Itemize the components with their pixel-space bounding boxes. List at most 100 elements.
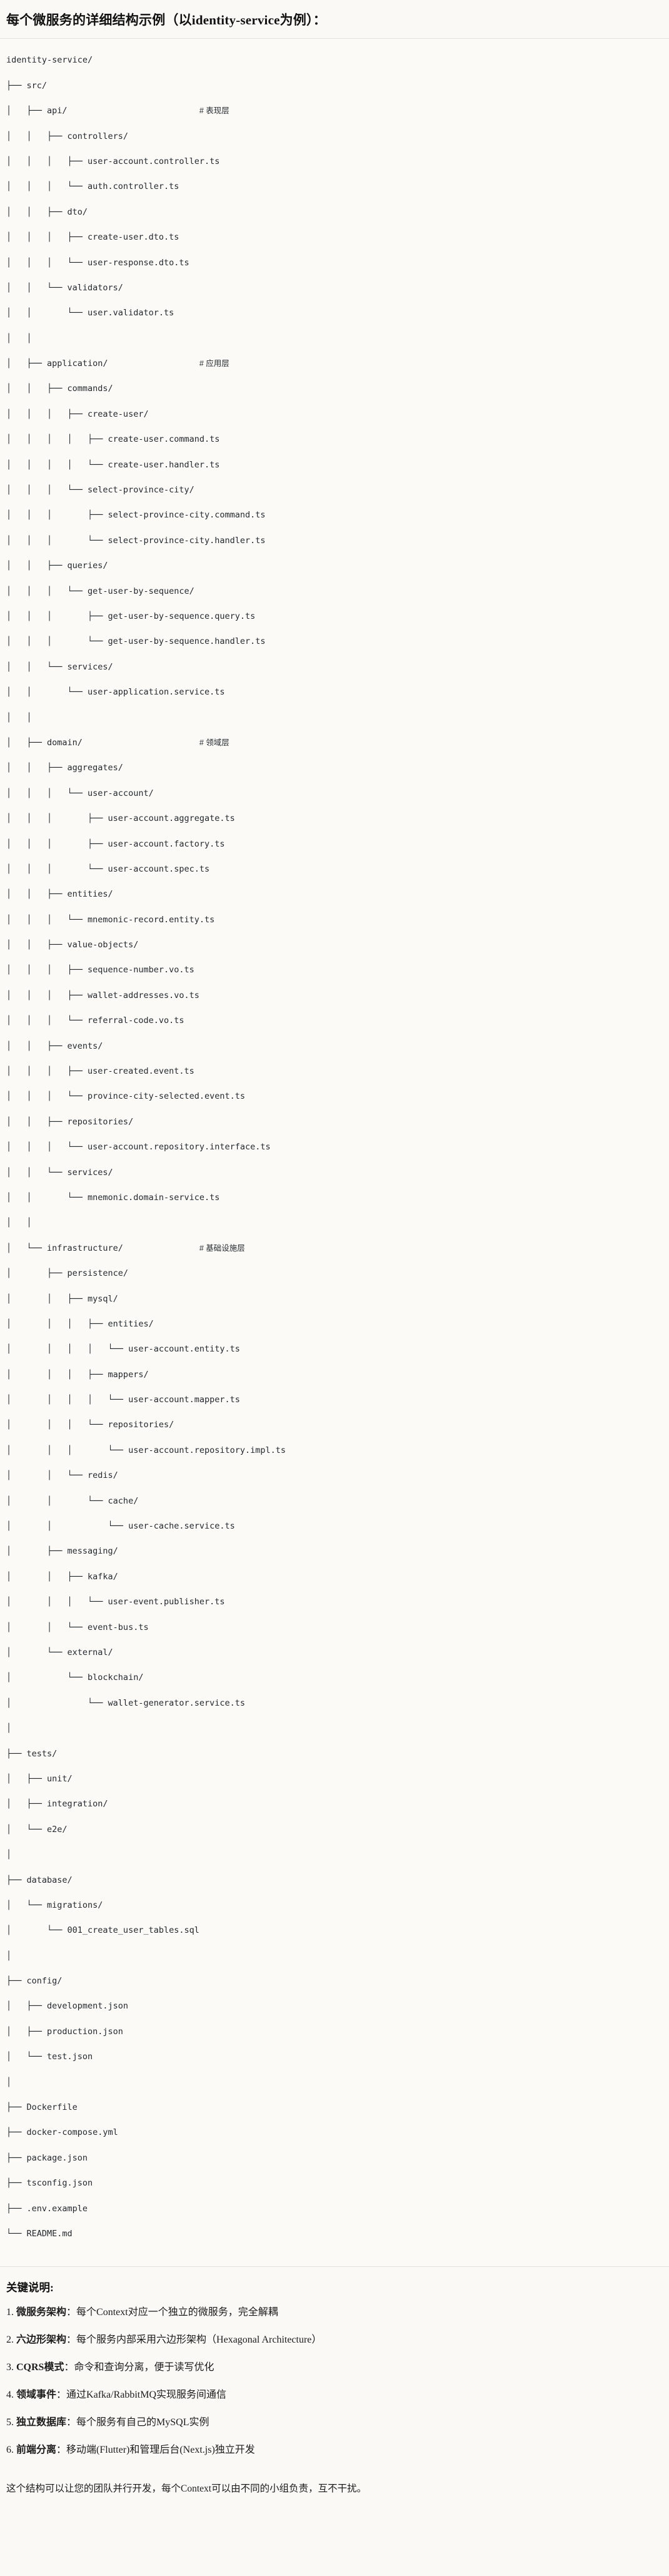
tree-path: │ │ │ └── user-account.repository.impl.t…: [6, 1445, 286, 1455]
tree-comment: # 表现层: [199, 106, 229, 116]
tree-row: │ │ └── services/: [6, 1166, 669, 1179]
tree-row: │: [6, 1722, 669, 1734]
tree-path: │ │ │ ├── user-account.controller.ts: [6, 156, 220, 166]
tree-row: │ ├── production.json: [6, 2025, 669, 2038]
tree-path: │ ├── persistence/: [6, 1268, 129, 1279]
tree-path: │ │ │ └── get-user-by-sequence/: [6, 586, 194, 596]
tree-path: │ │ │ ├── user-account.factory.ts: [6, 838, 225, 849]
tree-row: │ │ │ │ └── user-account.mapper.ts: [6, 1393, 669, 1406]
tree-path: │ └── blockchain/: [6, 1672, 144, 1683]
tree-row: │ │ │ └── user-event.publisher.ts: [6, 1596, 669, 1608]
tree-row: │ │ └── validators/: [6, 282, 669, 294]
tree-path: │ │ │ ├── create-user/: [6, 409, 149, 419]
tree-path: │ │ │ ├── get-user-by-sequence.query.ts: [6, 611, 256, 621]
tree-path: │ │ │ └── user-account.spec.ts: [6, 863, 210, 874]
tree-path: └── README.md: [6, 2228, 73, 2239]
key-note-item: 2. 六边形架构：每个服务内部采用六边形架构（Hexagonal Archite…: [6, 2333, 658, 2348]
tree-row: │ ├── unit/: [6, 1773, 669, 1785]
tree-row: │ │ │ ├── select-province-city.command.t…: [6, 509, 669, 521]
tree-row: │ └── blockchain/: [6, 1671, 669, 1684]
tree-row: ├── src/: [6, 79, 669, 92]
tree-row: │ │ │ └── get-user-by-sequence/: [6, 585, 669, 598]
tree-comment-spacer: [83, 736, 199, 749]
key-note-item: 4. 领域事件：通过Kafka/RabbitMQ实现服务间通信: [6, 2388, 658, 2403]
tree-path: │: [6, 2077, 12, 2087]
tree-row: │ │ └── user.validator.ts: [6, 307, 669, 319]
tree-comment: # 领域层: [199, 738, 229, 747]
key-note-number: 1.: [6, 2307, 14, 2318]
tree-row: │ │ │ └── select-province-city/: [6, 484, 669, 496]
tree-row: │ ├── domain/ # 领域层: [6, 736, 669, 749]
tree-comment-spacer: [108, 357, 199, 370]
tree-comment: # 应用层: [199, 359, 229, 369]
tree-row: │ │ │ ├── sequence-number.vo.ts: [6, 964, 669, 976]
tree-row: │ │ └── event-bus.ts: [6, 1621, 669, 1634]
tree-path: ├── tests/: [6, 1748, 58, 1759]
key-note-description: 每个Context对应一个独立的微服务，完全解耦: [76, 2307, 278, 2318]
tree-path: │ └── e2e/: [6, 1824, 68, 1835]
tree-row: │ ├── api/ # 表现层: [6, 104, 669, 117]
tree-path: ├── tsconfig.json: [6, 2178, 93, 2189]
tree-row: │ │ └── user-cache.service.ts: [6, 1520, 669, 1532]
tree-path: │ │ ├── entities/: [6, 889, 113, 900]
tree-row: │ │ │ └── user-account.spec.ts: [6, 863, 669, 875]
tree-path: │ │ └── event-bus.ts: [6, 1622, 149, 1632]
tree-comment: # 基础设施层: [199, 1243, 245, 1253]
tree-path: │ │ │ │ └── user-account.entity.ts: [6, 1344, 240, 1355]
key-note-term: 独立数据库: [16, 2417, 67, 2428]
tree-path: │ │ └── services/: [6, 661, 113, 672]
tree-path: │ ├── api/: [6, 106, 68, 116]
key-note-number: 3.: [6, 2362, 14, 2373]
tree-row: │ │ │ ├── entities/: [6, 1318, 669, 1330]
tree-path: │ │ │ └── province-city-selected.event.t…: [6, 1091, 246, 1102]
tree-path: │ ├── domain/: [6, 737, 83, 748]
tree-row: │ │ ├── entities/: [6, 888, 669, 900]
tree-row: │ │ ├── mysql/: [6, 1293, 669, 1305]
key-note-separator: ：: [56, 2390, 67, 2401]
key-note-term: 领域事件: [16, 2390, 57, 2401]
page-title: 每个微服务的详细结构示例（以identity-service为例）：: [6, 13, 326, 28]
key-note-description: 移动端(Flutter)和管理后台(Next.js)独立开发: [66, 2445, 255, 2456]
key-note-number: 2.: [6, 2334, 14, 2346]
tree-row: │ │ ├── value-objects/: [6, 939, 669, 951]
tree-row: │ │ │ └── repositories/: [6, 1418, 669, 1431]
tree-row: │ │ ├── controllers/: [6, 130, 669, 143]
tree-path: │ │: [6, 333, 32, 344]
key-note-item: 6. 前端分离：移动端(Flutter)和管理后台(Next.js)独立开发: [6, 2443, 658, 2458]
tree-row: │ │ ├── repositories/: [6, 1116, 669, 1128]
tree-path: │ │ └── services/: [6, 1167, 113, 1178]
divider-top: [0, 38, 669, 39]
tree-path: │ │ │ ├── wallet-addresses.vo.ts: [6, 990, 199, 1000]
tree-row: ├── Dockerfile: [6, 2101, 669, 2114]
tree-row: │ │ └── mnemonic.domain-service.ts: [6, 1191, 669, 1204]
tree-path: │ │ │ │ ├── create-user.command.ts: [6, 434, 220, 445]
tree-path: │ │ └── mnemonic.domain-service.ts: [6, 1192, 220, 1203]
tree-path: │ │ │ │ └── user-account.mapper.ts: [6, 1395, 240, 1405]
key-note-number: 4.: [6, 2390, 14, 2401]
key-note-number: 6.: [6, 2445, 14, 2456]
tree-row: ├── tests/: [6, 1748, 669, 1760]
key-note-term: CQRS模式: [16, 2362, 64, 2373]
tree-row: │ └── wallet-generator.service.ts: [6, 1697, 669, 1709]
directory-tree-block: identity-service/ ├── src/ │ ├── api/ # …: [0, 39, 669, 2267]
tree-path: │ │ │ └── referral-code.vo.ts: [6, 1016, 184, 1026]
key-note-number: 5.: [6, 2417, 14, 2428]
key-notes-title: 关键说明:: [6, 2281, 54, 2294]
key-notes-section: 关键说明: 1. 微服务架构：每个Context对应一个独立的微服务，完全解耦 2…: [0, 2267, 669, 2477]
tree-row: ├── config/: [6, 1975, 669, 1987]
tree-row: ├── tsconfig.json: [6, 2177, 669, 2189]
tree-path: │ │ │ └── select-province-city/: [6, 485, 194, 496]
tree-path: │ │: [6, 1218, 32, 1228]
tree-row: │ │ └── user-application.service.ts: [6, 686, 669, 698]
tree-row: │ │ │ ├── user-account.aggregate.ts: [6, 812, 669, 825]
tree-row: │ │ │ ├── wallet-addresses.vo.ts: [6, 989, 669, 1002]
tree-row: │ │ │ └── user-account.repository.impl.t…: [6, 1444, 669, 1457]
tree-path: ├── config/: [6, 1976, 63, 1987]
tree-row: │ │ │ └── user-response.dto.ts: [6, 257, 669, 269]
tree-row: │ └── migrations/: [6, 1899, 669, 1912]
tree-path: ├── Dockerfile: [6, 2102, 78, 2113]
tree-row: │ ├── development.json: [6, 2000, 669, 2012]
key-note-item: 1. 微服务架构：每个Context对应一个独立的微服务，完全解耦: [6, 2305, 658, 2320]
key-notes-list: 1. 微服务架构：每个Context对应一个独立的微服务，完全解耦 2. 六边形架…: [6, 2305, 658, 2458]
key-note-description: 每个服务内部采用六边形架构（Hexagonal Architecture）: [76, 2334, 322, 2346]
